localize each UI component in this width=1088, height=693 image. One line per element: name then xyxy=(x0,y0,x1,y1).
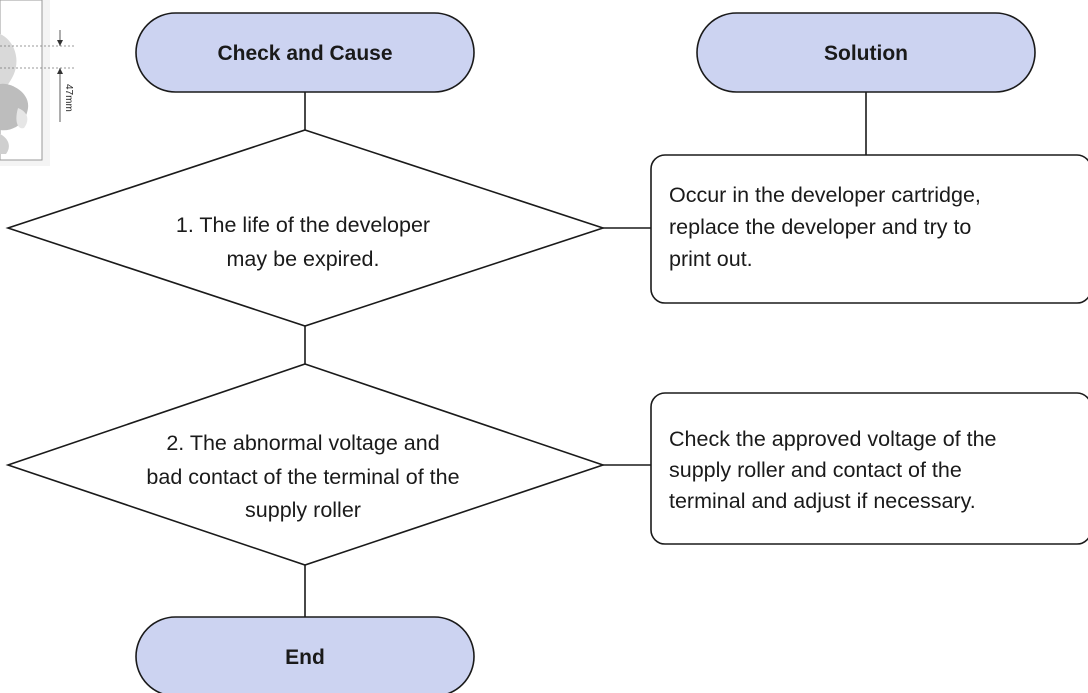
solution-box-2: Check the approved voltage of the supply… xyxy=(650,392,1088,545)
decision-1-line-1: 1. The life of the developer xyxy=(176,213,430,237)
dimension-label: 47mm xyxy=(63,84,74,112)
thumbnail-image: 47mm xyxy=(0,0,74,166)
solution-2-line-2: supply roller and contact of the xyxy=(669,458,962,482)
solution-1-line-1: Occur in the developer cartridge, xyxy=(669,183,981,207)
decision-2-line-1: 2. The abnormal voltage and xyxy=(166,431,439,455)
solution-1-line-3: print out. xyxy=(669,247,753,271)
check-and-cause-label: Check and Cause xyxy=(217,42,392,65)
solution-1-line-2: replace the developer and try to xyxy=(669,215,971,239)
solution-2-line-3: terminal and adjust if necessary. xyxy=(669,489,976,513)
decision-1: 1. The life of the developer may be expi… xyxy=(5,129,606,327)
decision-1-line-2: may be expired. xyxy=(227,247,380,271)
end-label: End xyxy=(285,646,325,669)
decision-2-line-2: bad contact of the terminal of the xyxy=(146,465,459,489)
solution-label: Solution xyxy=(824,42,908,65)
solution-terminal: Solution xyxy=(696,12,1036,93)
decision-2: 2. The abnormal voltage and bad contact … xyxy=(5,363,606,566)
connectors xyxy=(304,92,867,617)
end-terminal: End xyxy=(135,616,475,693)
solution-2-line-1: Check the approved voltage of the xyxy=(669,427,997,451)
decision-2-line-3: supply roller xyxy=(245,498,361,522)
solution-box-1: Occur in the developer cartridge, replac… xyxy=(650,154,1088,304)
start-terminal-check-and-cause: Check and Cause xyxy=(135,12,475,93)
